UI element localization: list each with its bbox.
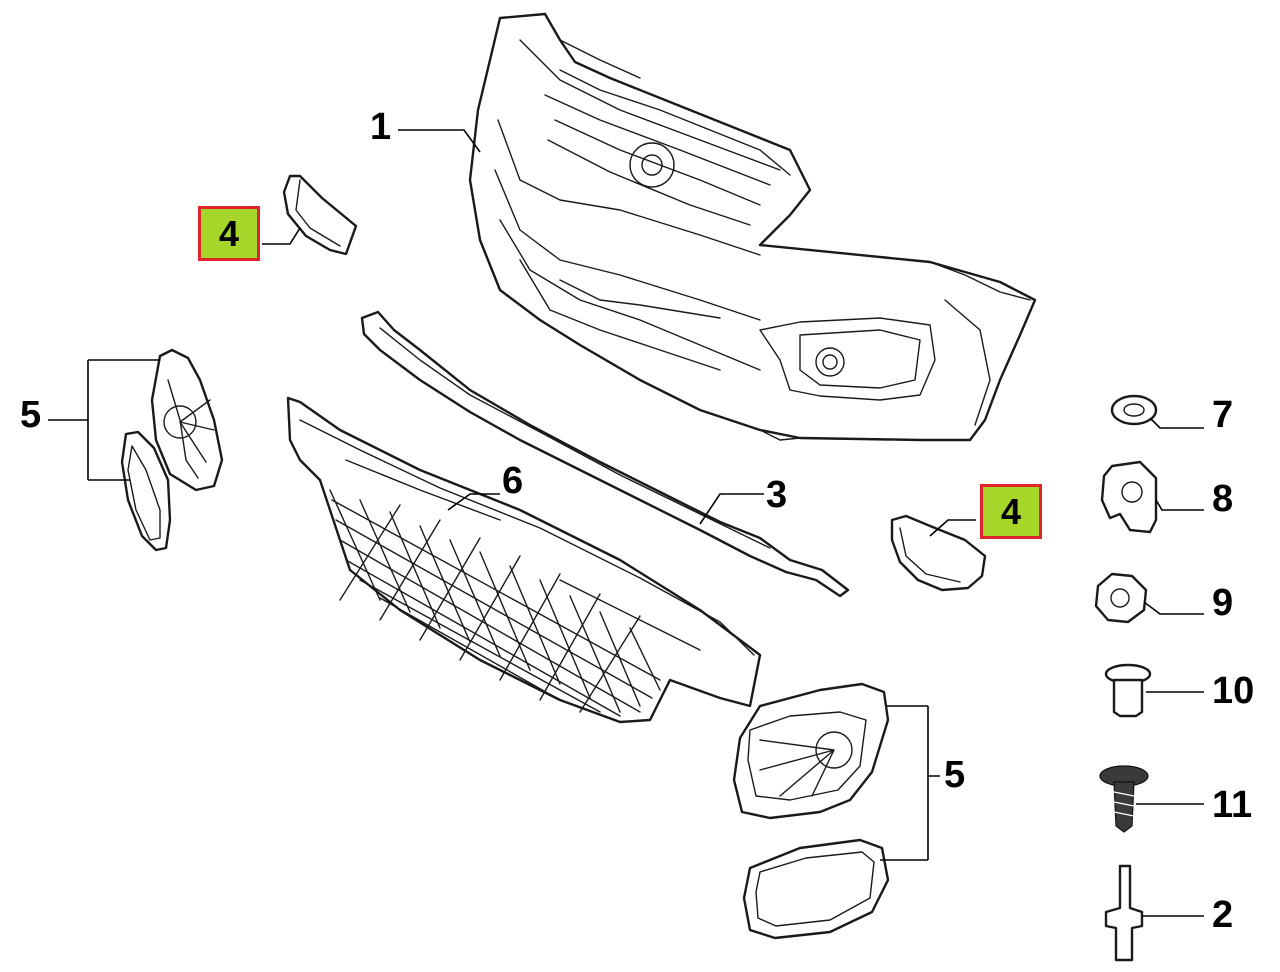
callout-1: 1 [370, 106, 392, 148]
grille-mesh [329, 489, 661, 717]
callout-5-right: 5 [944, 754, 966, 796]
stud-part [1104, 864, 1144, 962]
fog-bezel-right [732, 682, 890, 820]
bumper-strip [360, 310, 850, 598]
callout-2: 2 [1212, 894, 1234, 936]
fog-bezel-left [150, 348, 224, 492]
callout-6: 6 [502, 460, 524, 502]
callout-7: 7 [1212, 394, 1234, 436]
highlight-callout-4-left: 4 [198, 206, 260, 261]
callout-9: 9 [1212, 582, 1234, 624]
callout-11: 11 [1212, 784, 1253, 826]
leader-lines [48, 129, 1204, 917]
side-trim-right [890, 514, 987, 592]
nut-part [1094, 572, 1148, 624]
highlight-callout-4-right: 4 [980, 484, 1042, 539]
callout-3: 3 [766, 474, 788, 516]
fog-ring-right [742, 838, 890, 940]
callout-10: 10 [1212, 670, 1255, 712]
front-bumper [468, 12, 1037, 442]
fog-ring-left [120, 430, 172, 552]
pin-part [1104, 663, 1152, 718]
callout-8: 8 [1212, 478, 1234, 520]
clip-part [1100, 460, 1158, 534]
screw-part [1099, 765, 1149, 833]
washer-part [1110, 394, 1158, 426]
lower-grille [286, 396, 762, 724]
callout-5-left: 5 [20, 394, 42, 436]
side-trim-left [282, 174, 358, 256]
